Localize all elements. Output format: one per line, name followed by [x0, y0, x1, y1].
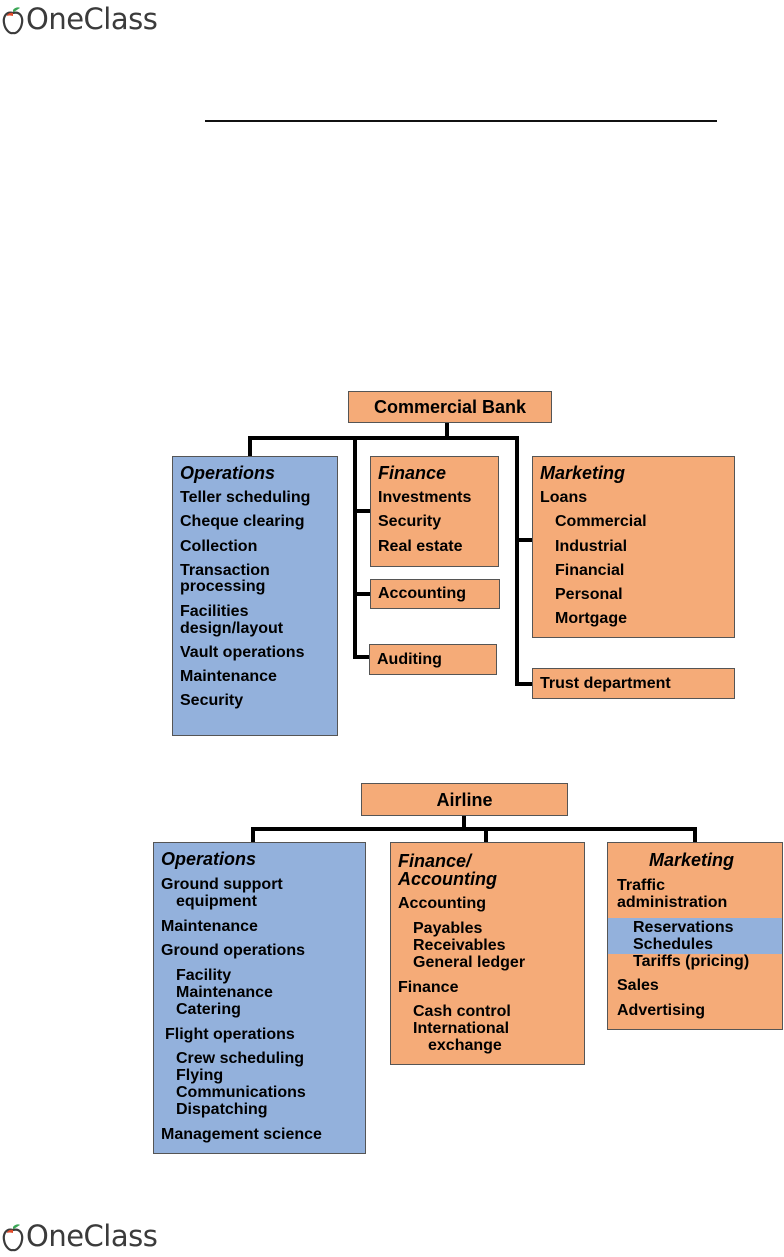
bank-marketing-title: Marketing [540, 463, 626, 483]
bank-finance-box: Finance Investments Security Real estate [370, 456, 499, 567]
brand-logo-top: OneClass [2, 2, 158, 36]
airline-operations-item: Ground operations [161, 942, 305, 959]
bank-auditing-label: Auditing [377, 650, 442, 668]
airline-finance-title: Finance/ Accounting [398, 852, 497, 888]
airline-operations-item: Flight operations [165, 1026, 295, 1043]
airline-operations-item: Maintenance [161, 918, 258, 935]
airline-marketing-item: Advertising [617, 1002, 706, 1019]
airline-finance-item: Cash control [413, 1003, 511, 1020]
bank-marketing-item: Industrial [555, 538, 628, 555]
airline-operations-item: Communications [176, 1084, 306, 1101]
bank-auditing-box: Auditing [369, 644, 497, 675]
airline-operations-item: Maintenance [176, 984, 273, 1001]
airline-finance-title-line2: Accounting [398, 869, 497, 889]
airline-finance-box: Finance/ Accounting Accounting Payables … [390, 842, 585, 1065]
bank-marketing-item: Financial [555, 562, 625, 579]
airline-root-label: Airline [436, 789, 493, 810]
airline-operations-title: Operations [161, 849, 257, 869]
airline-finance-item: Accounting [398, 895, 486, 912]
airline-operations-item: Flying [176, 1067, 224, 1084]
bank-root-label: Commercial Bank [373, 397, 527, 417]
airline-operations-item: equipment [176, 893, 257, 910]
bank-operations-item: Security [180, 692, 244, 709]
airline-operations-item: Facility [176, 967, 232, 984]
bank-operations-item: processing [180, 578, 266, 595]
airline-finance-item: Payables [413, 920, 483, 937]
bank-finance-item: Investments [378, 489, 472, 506]
bank-accounting-box: Accounting [370, 579, 500, 609]
bank-operations-item: Transaction [180, 562, 270, 579]
brand-name: OneClass [26, 2, 158, 36]
airline-finance-item: General ledger [413, 954, 526, 971]
apple-logo-icon [2, 6, 24, 34]
highlight-band [608, 918, 782, 954]
airline-operations-item: Ground support [161, 876, 283, 893]
bank-accounting-label: Accounting [378, 585, 466, 602]
bank-operations-item: Teller scheduling [180, 489, 311, 506]
brand-logo-bottom: OneClass [2, 1219, 158, 1253]
bank-finance-item: Security [378, 513, 442, 530]
bank-trust-label: Trust department [540, 674, 671, 692]
airline-finance-item: Receivables [413, 937, 506, 954]
airline-marketing-item: Sales [617, 977, 659, 994]
brand-name: OneClass [26, 1219, 158, 1253]
bank-operations-item: Cheque clearing [180, 513, 305, 530]
airline-finance-item: International [413, 1020, 510, 1037]
airline-marketing-item: Tariffs (pricing) [633, 953, 750, 970]
bank-marketing-item: Loans [540, 489, 588, 506]
airline-finance-title-line1: Finance/ [398, 851, 472, 871]
bank-operations-title: Operations [180, 463, 276, 483]
bank-operations-item: Facilities [180, 603, 249, 620]
airline-operations-item: Crew scheduling [176, 1050, 305, 1067]
bank-marketing-box: Marketing Loans Commercial Industrial Fi… [532, 456, 735, 638]
airline-marketing-item: Reservations [633, 919, 734, 936]
bank-trust-box: Trust department [532, 668, 735, 699]
bank-marketing-item: Personal [555, 586, 623, 603]
bank-marketing-item: Mortgage [555, 610, 627, 627]
airline-marketing-box: Marketing Traffic administration Reserva… [607, 842, 783, 1030]
airline-operations-item: Management science [161, 1126, 322, 1143]
airline-marketing-title: Marketing [649, 850, 735, 870]
apple-logo-icon [2, 1223, 24, 1251]
bank-operations-box: Operations Teller scheduling Cheque clea… [172, 456, 338, 736]
bank-operations-item: design/layout [180, 620, 284, 637]
airline-root-box: Airline [361, 783, 568, 816]
airline-marketing-item: Traffic [617, 877, 666, 894]
airline-operations-item: Catering [176, 1001, 241, 1018]
airline-finance-item: exchange [428, 1037, 502, 1054]
bank-finance-title: Finance [378, 463, 447, 483]
airline-marketing-item: Schedules [633, 936, 714, 953]
bank-operations-item: Vault operations [180, 644, 305, 661]
bank-root-box: Commercial Bank [348, 391, 552, 423]
bank-operations-item: Maintenance [180, 668, 277, 685]
title-underline [205, 120, 717, 122]
airline-finance-item: Finance [398, 979, 459, 996]
airline-marketing-item: administration [617, 894, 728, 911]
bank-marketing-item: Commercial [555, 513, 647, 530]
airline-operations-box: Operations Ground support equipment Main… [153, 842, 366, 1154]
airline-operations-item: Dispatching [176, 1101, 268, 1118]
bank-operations-item: Collection [180, 538, 258, 555]
bank-finance-item: Real estate [378, 538, 463, 555]
